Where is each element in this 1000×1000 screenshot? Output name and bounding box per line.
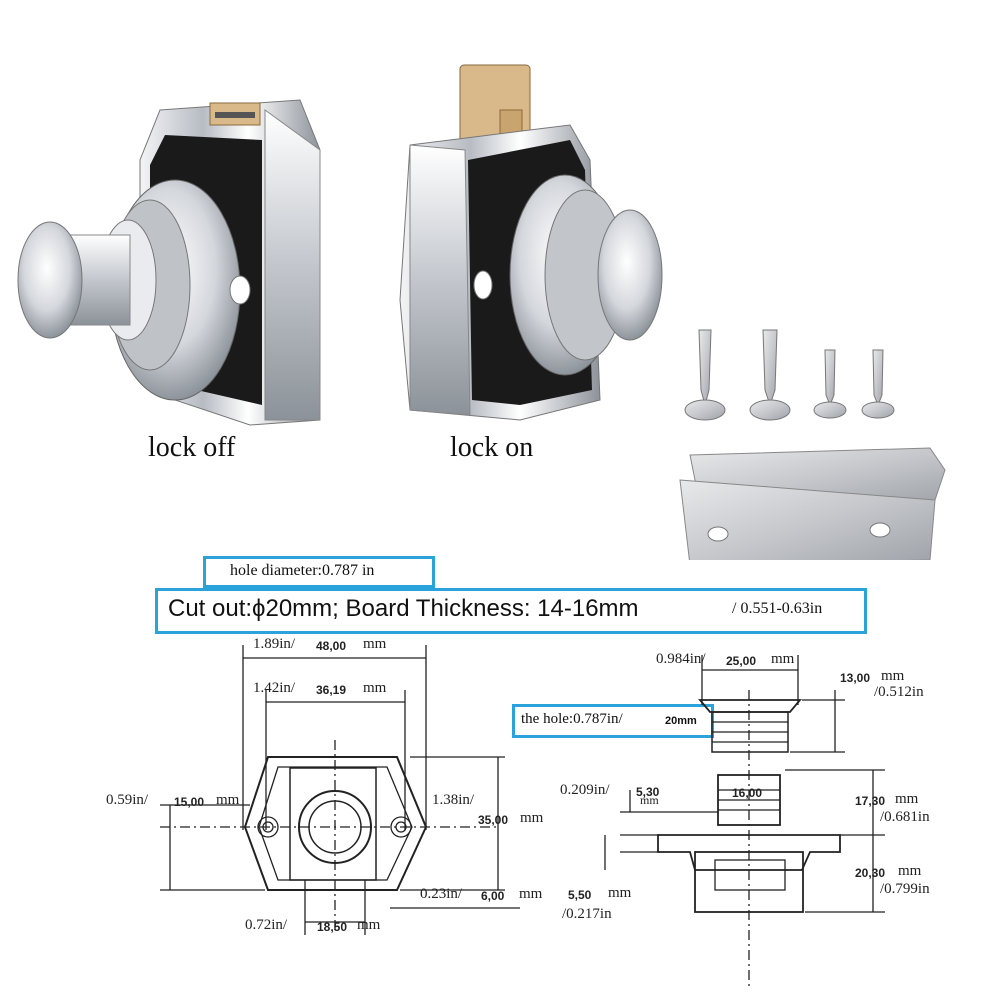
hole-diameter-callout: hole diameter:0.787 in (203, 556, 435, 588)
product-photos (17, 64, 946, 560)
front-right-height-unit: mm (520, 810, 544, 826)
front-inner-width-in: 1.42in/ (253, 680, 296, 696)
front-right-height-mm: 35,00 (478, 813, 509, 827)
lock-on-photo (399, 64, 663, 421)
front-bottom-width-unit: mm (357, 917, 381, 933)
side-mid-height-mm: 17,30 (855, 794, 886, 808)
hole-diameter-text: hole diameter:0.787 in (230, 562, 375, 579)
front-left-height-unit: mm (216, 792, 240, 808)
front-left-height-mm: 15,00 (174, 795, 205, 809)
screws-photo (684, 329, 895, 421)
side-mid-height-unit: mm (895, 791, 919, 807)
side-flange-in: /0.217in (562, 906, 612, 922)
front-bottom-small-in: 0.23in/ (420, 886, 463, 902)
side-base-height-mm: 20,30 (855, 866, 886, 880)
side-stem-label: 16,00 (732, 786, 763, 800)
side-cap-height-mm: 13,00 (840, 671, 871, 685)
side-stem-unit: mm (640, 793, 659, 807)
side-stem-in: 0.209in/ (560, 782, 610, 798)
front-total-width-mm: 48,00 (316, 639, 347, 653)
side-stem-mm: 5,30 (636, 785, 660, 799)
side-top-width-mm: 25,00 (726, 654, 757, 668)
side-top-width-in: 0.984in/ (656, 651, 706, 667)
side-top-width-unit: mm (771, 651, 795, 667)
front-total-width-unit: mm (363, 636, 387, 652)
the-hole-mm: 20mm (665, 715, 697, 727)
cutout-inches-text: / 0.551-0.63in (732, 600, 823, 617)
lock-on-caption: lock on (450, 432, 534, 463)
lock-off-photo (17, 99, 321, 426)
front-left-height-in: 0.59in/ (106, 792, 149, 808)
side-base-height-in: /0.799in (880, 881, 930, 897)
cutout-main-text: Cut out:ϕ20mm; Board Thickness: 14-16mm (168, 595, 639, 622)
front-inner-width-unit: mm (363, 680, 387, 696)
side-cap-height-unit: mm (881, 668, 905, 684)
side-technical-drawing (604, 655, 885, 990)
bracket-photo (679, 447, 946, 560)
side-flange-unit: mm (608, 885, 632, 901)
front-total-width-in: 1.89in/ (253, 636, 296, 652)
front-bottom-small-unit: mm (519, 886, 543, 902)
front-technical-drawing (160, 645, 520, 935)
front-right-height-in: 1.38in/ (432, 792, 475, 808)
front-bottom-small-mm: 6,00 (481, 889, 505, 903)
side-cap-height-in: /0.512in (874, 684, 924, 700)
lock-off-caption: lock off (148, 432, 236, 463)
side-base-height-unit: mm (898, 863, 922, 879)
side-flange-mm: 5,50 (568, 888, 592, 902)
side-mid-height-in: /0.681in (880, 809, 930, 825)
cutout-callout: Cut out:ϕ20mm; Board Thickness: 14-16mm … (155, 588, 867, 634)
front-inner-width-mm: 36,19 (316, 683, 347, 697)
front-bottom-width-in: 0.72in/ (245, 917, 288, 933)
the-hole-callout: the hole:0.787in/ 20mm (512, 704, 714, 738)
the-hole-text: the hole:0.787in/ (521, 711, 623, 727)
front-bottom-width-mm: 18,50 (317, 920, 348, 934)
